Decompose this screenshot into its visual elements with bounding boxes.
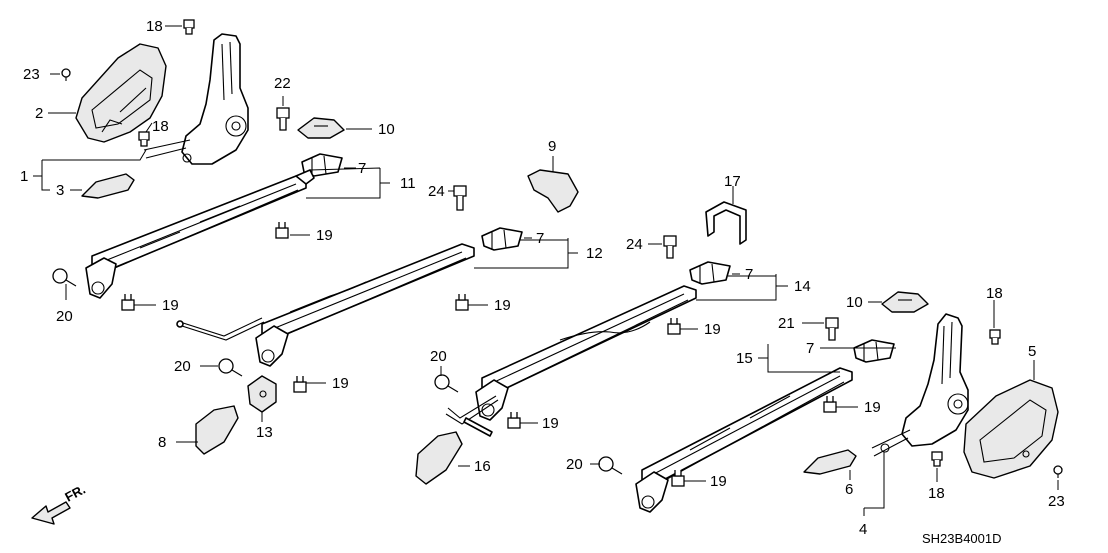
callout-14: 14 bbox=[794, 278, 811, 295]
cover-part-9 bbox=[527, 169, 579, 213]
callout-18: 18 bbox=[986, 285, 1003, 302]
callout-13: 13 bbox=[256, 424, 273, 441]
bracket-part-13 bbox=[247, 375, 277, 413]
callout-19: 19 bbox=[864, 399, 881, 416]
callout-18: 18 bbox=[146, 18, 163, 35]
bolt-part-19-e bbox=[667, 318, 681, 335]
clip-part-7-d bbox=[853, 339, 895, 363]
callout-12: 12 bbox=[586, 245, 603, 262]
callout-19: 19 bbox=[316, 227, 333, 244]
callout-10: 10 bbox=[378, 121, 395, 138]
callout-4: 4 bbox=[859, 521, 867, 538]
callout-9: 9 bbox=[548, 138, 556, 155]
cover-part-8 bbox=[195, 405, 239, 455]
bolt-part-18-d bbox=[931, 451, 943, 467]
seat-rail-part-14 bbox=[445, 285, 697, 437]
bolt-part-18-b bbox=[138, 131, 150, 147]
callout-22: 22 bbox=[274, 75, 291, 92]
callout-11: 11 bbox=[400, 175, 416, 192]
callout-1: 1 bbox=[20, 168, 28, 185]
seat-rail-part-12 bbox=[176, 243, 475, 367]
bracket-part-17 bbox=[705, 201, 747, 245]
callout-8: 8 bbox=[158, 434, 166, 451]
callout-19: 19 bbox=[332, 375, 349, 392]
callout-15: 15 bbox=[736, 350, 753, 367]
callout-18: 18 bbox=[928, 485, 945, 502]
clip-part-7-c bbox=[689, 261, 731, 285]
bolt-part-24-b bbox=[663, 235, 677, 259]
callout-19: 19 bbox=[704, 321, 721, 338]
callout-20: 20 bbox=[566, 456, 583, 473]
leader-lines bbox=[33, 25, 1059, 516]
callout-23: 23 bbox=[23, 66, 40, 83]
callout-2: 2 bbox=[35, 105, 43, 122]
bolt-part-19-f bbox=[507, 412, 521, 429]
cover-part-16 bbox=[415, 431, 463, 485]
front-arrow-label: FR. bbox=[62, 482, 88, 505]
lever-cover-part-3 bbox=[81, 173, 135, 199]
callout-labels: 18 23 2 18 1 3 22 10 7 11 24 9 19 20 19 … bbox=[20, 18, 1065, 538]
screw-part-23-b bbox=[1053, 465, 1063, 478]
callout-20: 20 bbox=[430, 348, 447, 365]
callout-17: 17 bbox=[724, 173, 741, 190]
callout-7: 7 bbox=[806, 340, 814, 357]
callout-16: 16 bbox=[474, 458, 491, 475]
bolt-part-24-a bbox=[453, 185, 467, 211]
callout-7: 7 bbox=[745, 266, 753, 283]
callout-19: 19 bbox=[494, 297, 511, 314]
bolt-part-18-a bbox=[183, 19, 195, 35]
callout-19: 19 bbox=[710, 473, 727, 490]
callout-10: 10 bbox=[846, 294, 863, 311]
clip-part-10-right bbox=[881, 291, 929, 313]
callout-20: 20 bbox=[56, 308, 73, 325]
callout-24: 24 bbox=[428, 183, 445, 200]
callout-6: 6 bbox=[845, 481, 853, 498]
callout-23: 23 bbox=[1048, 493, 1065, 510]
bolt-part-19-d bbox=[293, 376, 307, 393]
recliner-part-1-left bbox=[143, 33, 249, 165]
screw-part-23-a bbox=[61, 68, 71, 81]
side-cover-part-2 bbox=[75, 43, 167, 143]
side-cover-part-5 bbox=[963, 379, 1059, 479]
callout-18: 18 bbox=[152, 118, 169, 135]
bolt-part-21 bbox=[825, 317, 839, 341]
callout-24: 24 bbox=[626, 236, 643, 253]
callout-7: 7 bbox=[536, 230, 544, 247]
seat-rail-part-15 bbox=[635, 367, 853, 513]
bolt-part-20-c bbox=[434, 374, 459, 393]
bolt-part-20-b bbox=[218, 358, 243, 377]
bolt-part-19-b bbox=[121, 294, 135, 311]
bolt-part-22 bbox=[276, 107, 290, 131]
bolt-part-19-a bbox=[275, 222, 289, 239]
clip-part-10-left bbox=[297, 117, 345, 139]
lever-cover-part-6 bbox=[803, 449, 857, 475]
seat-rail-part-11 bbox=[85, 169, 315, 299]
bolt-part-20-d bbox=[598, 456, 623, 475]
front-direction-arrow bbox=[31, 501, 71, 525]
callout-19: 19 bbox=[162, 297, 179, 314]
bolt-part-20-a bbox=[52, 268, 77, 287]
callout-7: 7 bbox=[358, 160, 366, 177]
callout-3: 3 bbox=[56, 182, 64, 199]
callout-21: 21 bbox=[778, 315, 795, 332]
clip-part-7-b bbox=[481, 227, 523, 251]
bolt-part-18-c bbox=[989, 329, 1001, 345]
diagram-code: SH23B4001D bbox=[922, 531, 1002, 546]
callout-20: 20 bbox=[174, 358, 191, 375]
recliner-part-4-right bbox=[871, 313, 969, 457]
bolt-part-19-g bbox=[823, 396, 837, 413]
callout-19: 19 bbox=[542, 415, 559, 432]
callout-5: 5 bbox=[1028, 343, 1036, 360]
bolt-part-19-c bbox=[455, 294, 469, 311]
